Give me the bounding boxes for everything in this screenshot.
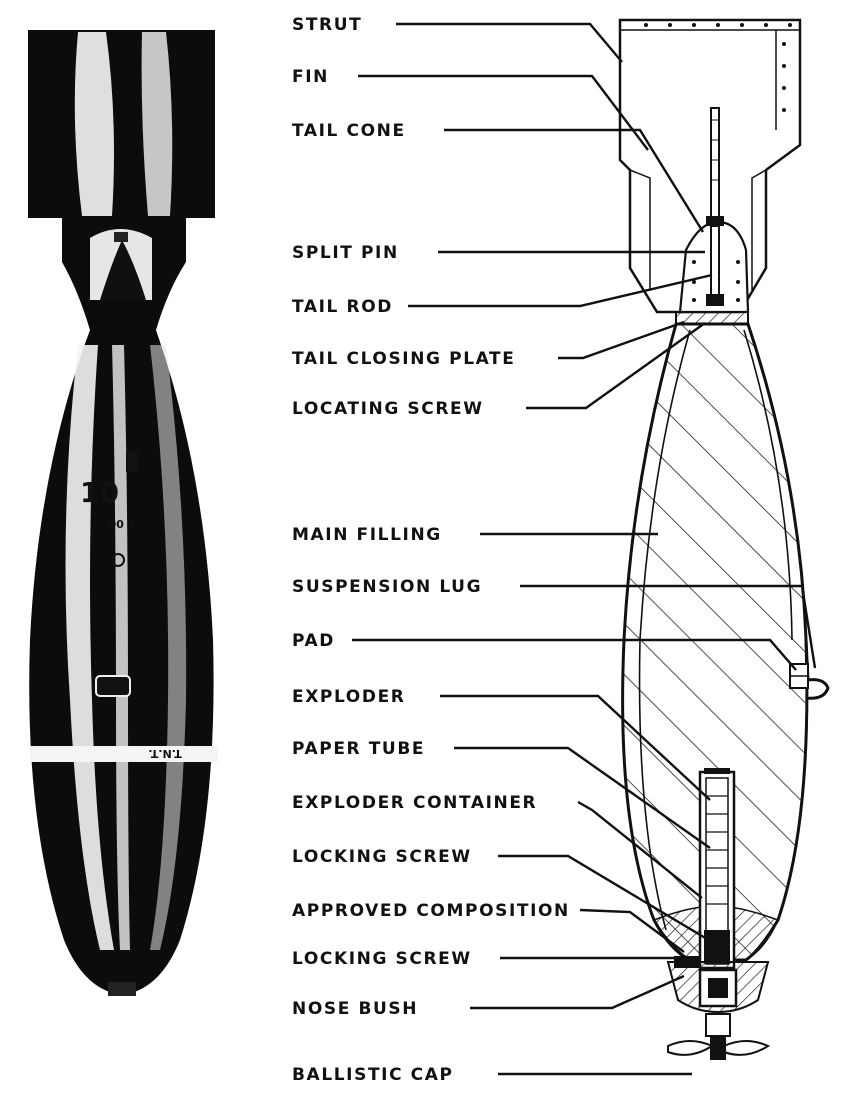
label-fin: FIN [292, 67, 329, 87]
photo-tail-fins [28, 30, 215, 218]
photo-lug [95, 675, 131, 697]
photo-inverted-mark: 7 00 [108, 517, 135, 530]
bomb-photo: T.N.T. 10 7 00 [28, 30, 218, 996]
ballistic-cap [667, 1013, 771, 1060]
split-pin [706, 216, 724, 226]
label-locking-screw-2: LOCKING SCREW [292, 949, 472, 969]
leader-lines [352, 22, 817, 1076]
label-tail-cone: TAIL CONE [292, 121, 406, 141]
label-locating-screw: LOCATING SCREW [292, 399, 484, 419]
label-approved-composition: APPROVED COMPOSITION [292, 901, 570, 921]
suspension-lug [804, 639, 830, 700]
tail-closing-plate [675, 311, 749, 325]
section-diagram [618, 18, 830, 1060]
locking-screw-a [704, 930, 730, 964]
label-exploder-container: EXPLODER CONTAINER [292, 793, 537, 813]
photo-weight-text: 10 [80, 476, 119, 509]
label-ballistic-cap: BALLISTIC CAP [292, 1065, 454, 1085]
label-tail-rod: TAIL ROD [292, 297, 393, 317]
label-strut: STRUT [292, 15, 362, 35]
photo-nose [108, 982, 136, 996]
tail-rod [710, 107, 720, 221]
label-tail-closing-plate: TAIL CLOSING PLATE [292, 349, 515, 369]
label-nose-bush: NOSE BUSH [292, 999, 418, 1019]
label-main-filling: MAIN FILLING [292, 525, 442, 545]
label-split-pin: SPLIT PIN [292, 243, 399, 263]
labels: STRUT FIN TAIL CONE SPLIT PIN TAIL ROD T… [292, 15, 570, 1085]
photo-tnt-band [30, 746, 218, 762]
label-pad: PAD [292, 631, 335, 651]
label-suspension-lug: SUSPENSION LUG [292, 577, 482, 597]
label-locking-screw-1: LOCKING SCREW [292, 847, 472, 867]
label-exploder: EXPLODER [292, 687, 405, 707]
photo-band-text: T.N.T. [148, 747, 181, 760]
label-paper-tube: PAPER TUBE [292, 739, 425, 759]
